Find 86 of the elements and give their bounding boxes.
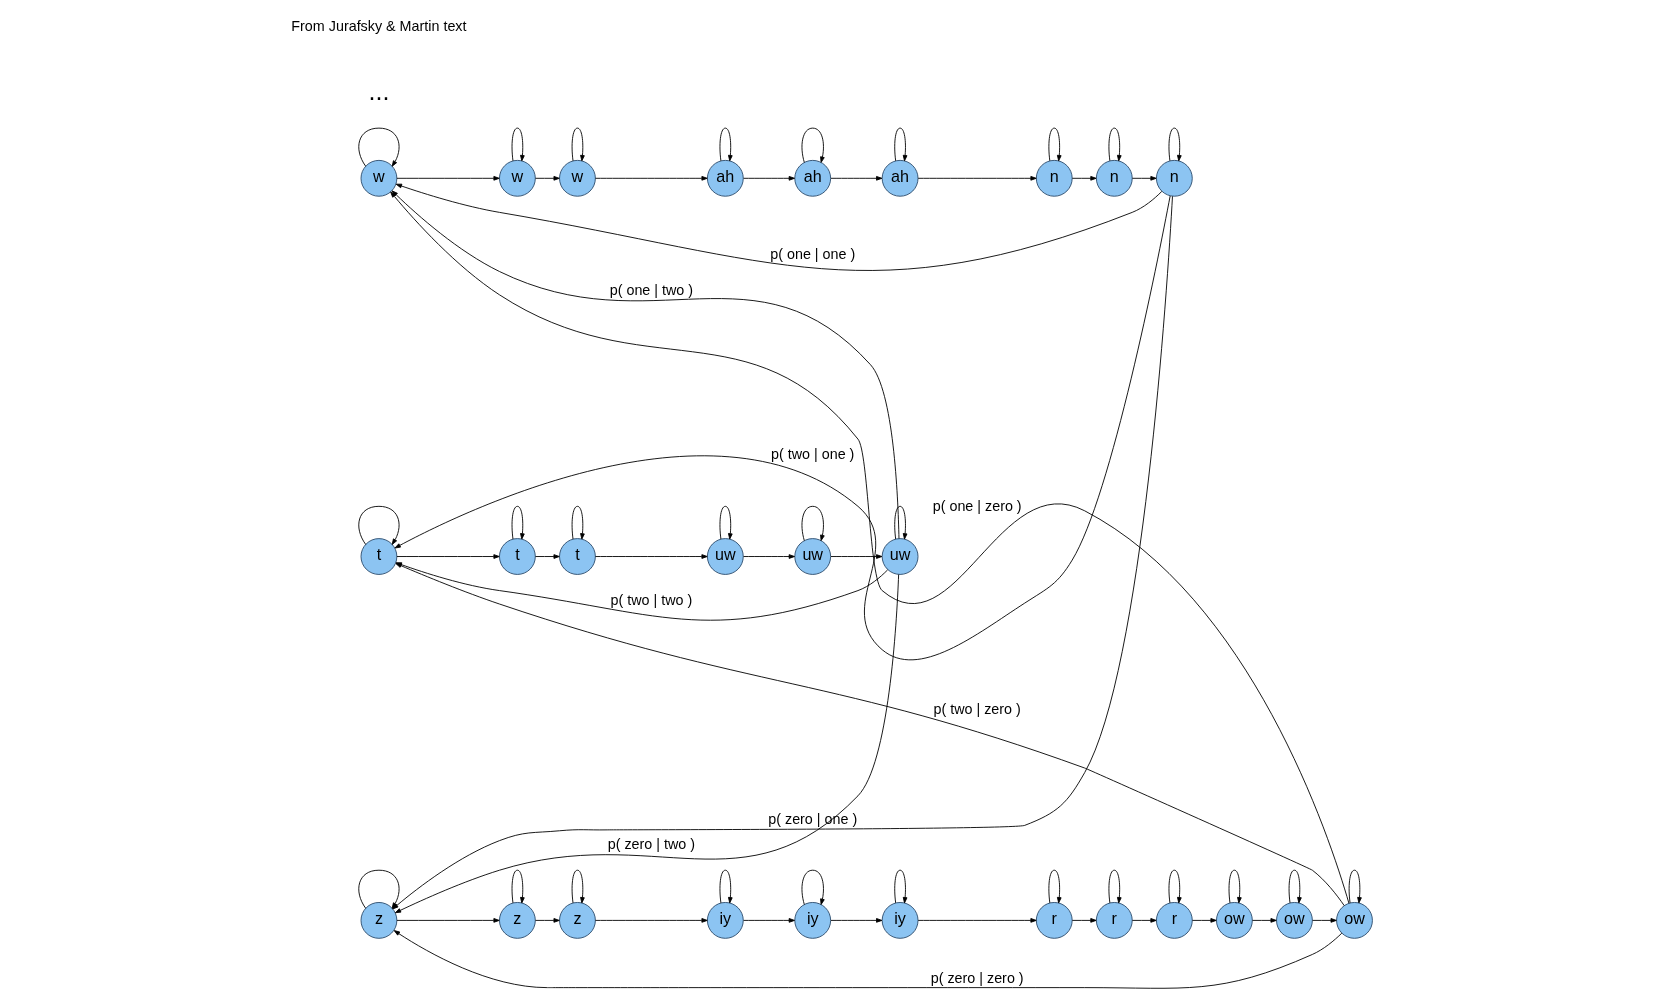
arrow — [358, 127, 400, 167]
arrow — [1071, 176, 1097, 181]
arrow — [1168, 869, 1182, 904]
arrow — [1048, 869, 1062, 904]
arrow — [830, 918, 883, 923]
node-circle: w — [499, 159, 536, 197]
arrow — [719, 505, 733, 540]
arrow — [396, 176, 500, 181]
arrow — [1168, 127, 1182, 162]
arrow — [1108, 869, 1122, 904]
arrow — [1071, 918, 1097, 923]
arrow — [535, 176, 560, 181]
arrow — [396, 554, 500, 559]
node-circle: n — [1155, 159, 1193, 197]
node-circle: iy — [706, 902, 744, 939]
node-circle: ow — [1216, 902, 1253, 939]
arrow — [511, 505, 525, 540]
node-circle: r — [1095, 902, 1133, 939]
node-circle: uw — [881, 538, 919, 575]
arrow — [894, 505, 908, 540]
arrow — [1288, 869, 1302, 904]
arrow — [395, 183, 1163, 271]
node-circle: z — [499, 902, 536, 939]
edge-label: p( one | zero ) — [932, 497, 1022, 514]
arrow — [801, 127, 825, 163]
arrow — [894, 869, 908, 904]
arrow — [511, 869, 525, 904]
arrow — [917, 176, 1037, 181]
node-circle: t — [559, 538, 596, 575]
arrow — [358, 505, 400, 545]
arrow — [393, 930, 1343, 989]
arrow — [1312, 918, 1337, 923]
node-circle: ow — [1276, 902, 1313, 939]
node-circle: uw — [706, 538, 744, 575]
arrow — [743, 554, 795, 559]
arrow — [917, 918, 1037, 923]
node-circle: r — [1155, 902, 1193, 939]
arrow — [719, 869, 733, 904]
arrow — [535, 554, 560, 559]
node-circle: ah — [881, 159, 919, 197]
arrow — [1048, 127, 1062, 162]
node-circle: n — [1095, 159, 1133, 197]
edge-label: p( two | two ) — [610, 591, 693, 608]
arrow — [801, 505, 825, 542]
node-circle: iy — [881, 902, 919, 939]
edge-label: p( zero | two ) — [607, 836, 696, 853]
edge-label: p( one | two ) — [609, 281, 694, 298]
node-circle: uw — [794, 538, 832, 575]
edge-label: p( one | one ) — [770, 245, 856, 262]
arrow — [1228, 869, 1242, 904]
node-circle: ow — [1336, 902, 1373, 939]
arrow — [719, 127, 733, 162]
edge-label: p( two | zero ) — [933, 701, 1021, 718]
label: From Jurafsky & Martin text — [291, 18, 467, 35]
arrow — [396, 918, 500, 923]
arrow — [1131, 918, 1157, 923]
node-circle: ah — [794, 159, 832, 197]
label: ... — [368, 77, 390, 106]
arrow — [571, 127, 585, 162]
arrow — [1131, 176, 1157, 181]
arrow — [743, 918, 795, 923]
node-circle: z — [559, 902, 596, 939]
node-circle: ah — [706, 159, 744, 197]
edge-label: p( zero | zero ) — [930, 969, 1024, 986]
node-circle: n — [1035, 159, 1073, 197]
arrow — [511, 127, 525, 162]
arrow — [594, 918, 708, 923]
arrow — [571, 505, 585, 540]
arrow — [894, 127, 908, 162]
arrow — [801, 869, 825, 905]
arrow — [594, 176, 708, 181]
node-circle: iy — [794, 902, 832, 939]
edge-label: p( two | one ) — [771, 445, 855, 462]
arrow — [571, 869, 585, 904]
node-circle: r — [1035, 902, 1073, 939]
arrow — [1108, 127, 1122, 162]
arrow — [743, 176, 795, 181]
arrow — [535, 918, 560, 923]
arrow — [1348, 869, 1362, 904]
arrow — [594, 554, 708, 559]
arrow — [830, 176, 883, 181]
arrow — [830, 554, 883, 559]
arrow — [1252, 918, 1277, 923]
node-circle: w — [559, 159, 596, 197]
node-circle: t — [499, 538, 536, 575]
arrow — [1191, 918, 1217, 923]
